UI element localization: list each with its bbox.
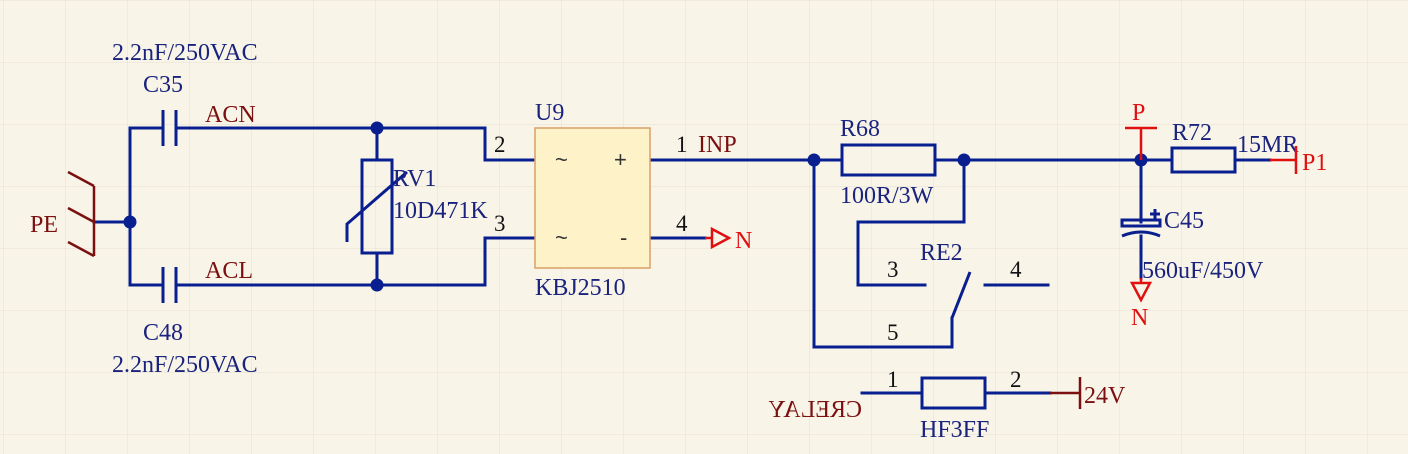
v24-label: 24V	[1084, 383, 1126, 409]
relay-contact-re2[interactable]: RE2 3 4 5	[887, 240, 1022, 345]
bridge-rectifier-u9[interactable]: U9 KBJ2510 ~ ~ + - 2 3 1 4	[494, 100, 688, 301]
rv1-designator: RV1	[393, 166, 436, 192]
u9-pin-4: 4	[676, 211, 688, 236]
wire-acn[interactable]	[174, 126, 537, 162]
net-label-acl: ACL	[205, 258, 253, 284]
re2-pin-4: 4	[1010, 257, 1022, 282]
re2-pin-3: 3	[887, 257, 899, 282]
net-label-inp: INP	[698, 132, 737, 158]
hf3ff-pin-2: 2	[1010, 367, 1022, 392]
capacitor-c45[interactable]: C45 560uF/450V	[1120, 208, 1264, 284]
r68-value: 100R/3W	[840, 183, 934, 209]
hf3ff-pin-1: 1	[887, 367, 899, 392]
capacitor-c35[interactable]: 2.2nF/250VAC C35	[112, 40, 258, 146]
capacitor-c48[interactable]: C48 2.2nF/250VAC	[112, 267, 258, 378]
u9-pin-2: 2	[494, 132, 506, 157]
r72-designator: R72	[1172, 120, 1212, 146]
wires	[92, 126, 1272, 395]
power-port-24v[interactable]: 24V	[1050, 377, 1126, 409]
junction-dot	[370, 121, 384, 135]
net-label-acn: ACN	[205, 102, 256, 128]
power-port-p1[interactable]: P1	[1270, 146, 1327, 176]
r72-value: 15MR	[1237, 132, 1298, 158]
u9-designator: U9	[535, 100, 564, 126]
re2-pin-5: 5	[887, 320, 899, 345]
wire-re2-pin3[interactable]	[856, 158, 966, 287]
junction-dot	[123, 215, 137, 229]
p-label: P	[1132, 100, 1145, 126]
c48-value: 2.2nF/250VAC	[112, 352, 258, 378]
junction-dot	[957, 153, 971, 167]
u9-value: KBJ2510	[535, 275, 626, 301]
u9-ac-top-glyph: ~	[555, 147, 568, 172]
net-label-crelay: CRELAY	[768, 397, 862, 423]
u9-ac-bottom-glyph: ~	[555, 225, 568, 250]
c35-designator: C35	[143, 72, 183, 98]
pe-earth-symbol[interactable]: PE	[30, 170, 96, 258]
r68-designator: R68	[840, 116, 880, 142]
u9-pin-1: 1	[676, 132, 688, 157]
c45-value: 560uF/450V	[1142, 258, 1264, 284]
rv1-value: 10D471K	[393, 198, 488, 224]
resistor-r68[interactable]: R68 100R/3W	[840, 116, 937, 209]
n-u9-label: N	[735, 228, 752, 254]
junction-dot	[370, 278, 384, 292]
net-label-pe: PE	[30, 212, 58, 238]
wire-acl[interactable]	[174, 236, 537, 287]
c45-designator: C45	[1164, 208, 1204, 234]
p1-label: P1	[1302, 150, 1327, 176]
c48-designator: C48	[143, 320, 183, 346]
junction-dot	[807, 153, 821, 167]
varistor-rv1[interactable]: RV1 10D471K	[345, 158, 488, 255]
re2-designator: RE2	[920, 240, 963, 266]
relay-coil-hf3ff[interactable]: HF3FF 1 2	[887, 367, 1022, 443]
u9-minus-glyph: -	[620, 225, 627, 250]
c35-value: 2.2nF/250VAC	[112, 40, 258, 66]
resistor-r72[interactable]: R72 15MR	[1170, 120, 1298, 174]
hf3ff-designator: HF3FF	[920, 417, 989, 443]
power-port-n-u9[interactable]: N	[705, 226, 752, 254]
n-c45-label: N	[1131, 305, 1148, 331]
u9-pin-3: 3	[494, 211, 506, 236]
wire-re2-pin5[interactable]	[812, 158, 954, 349]
power-port-p[interactable]: P	[1125, 100, 1157, 160]
power-port-n-c45[interactable]: N	[1129, 278, 1153, 331]
u9-plus-glyph: +	[614, 147, 627, 172]
